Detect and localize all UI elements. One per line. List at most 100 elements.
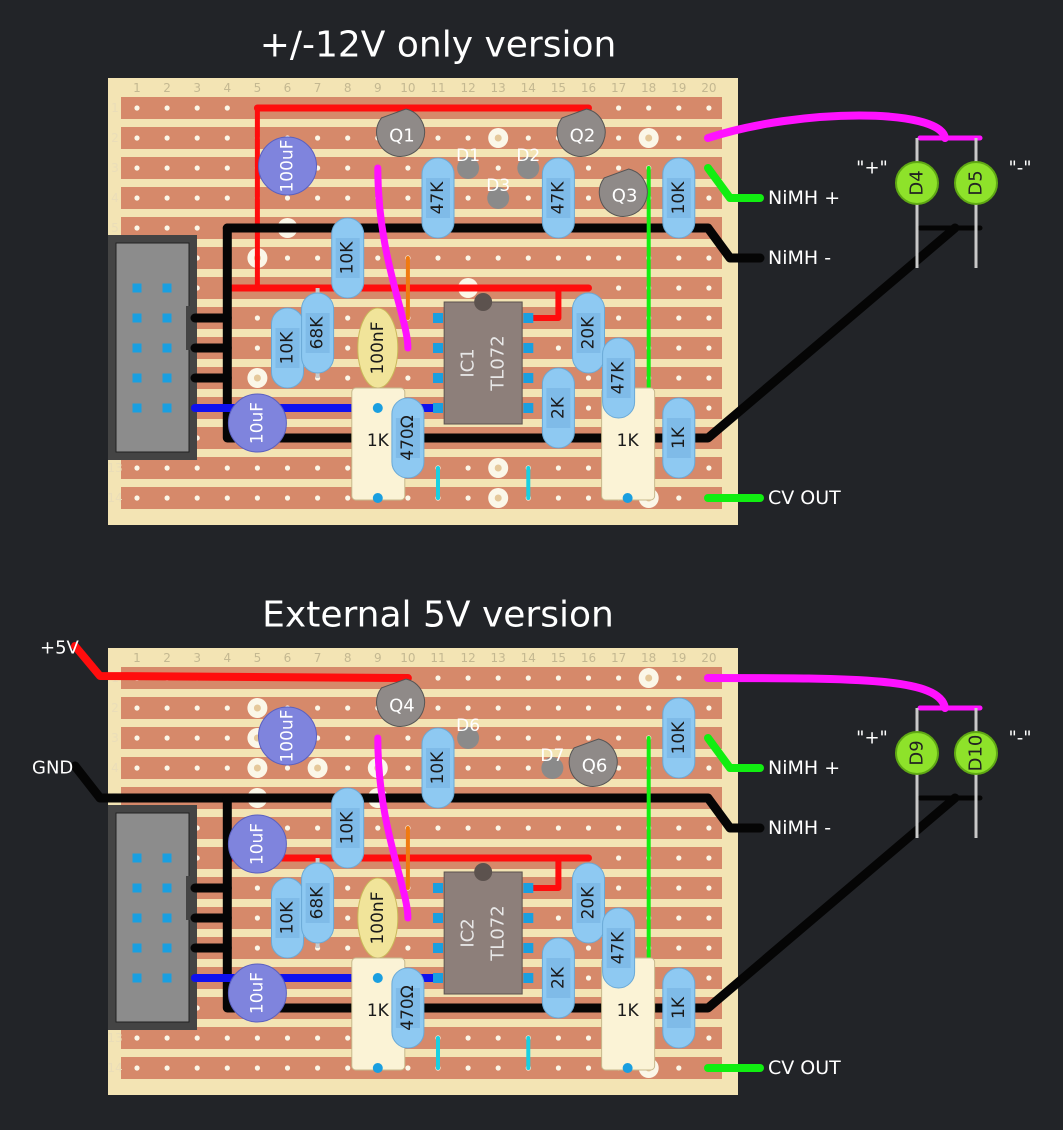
- hole: [164, 465, 170, 471]
- row-number: 13: [107, 461, 122, 475]
- resistor-label: 1K: [669, 996, 689, 1019]
- strip-cut: [253, 704, 261, 712]
- hole: [616, 315, 622, 321]
- hole: [405, 765, 411, 771]
- row-number: 13: [107, 1031, 122, 1045]
- hole: [194, 465, 200, 471]
- hole: [345, 735, 351, 741]
- ic-name: IC1: [458, 348, 479, 377]
- resistor-label: 47K: [548, 181, 568, 215]
- resistor-waist: [305, 313, 330, 353]
- trimmer-pin: [372, 1063, 383, 1073]
- resistor-waist: [395, 418, 420, 458]
- hole: [134, 705, 140, 711]
- ic-pin: [433, 343, 443, 353]
- magenta-wire: [704, 674, 949, 712]
- column-number: 15: [551, 651, 566, 665]
- hole: [525, 135, 531, 141]
- hole: [676, 375, 682, 381]
- hole: [284, 465, 291, 471]
- header-pin: [132, 883, 142, 893]
- resistor-label: 10K: [278, 901, 298, 935]
- transistor-body: [556, 108, 606, 157]
- row-number: 14: [107, 1061, 122, 1075]
- led: [895, 161, 939, 205]
- hole: [706, 945, 712, 951]
- hole: [315, 1065, 321, 1071]
- resistor-waist: [275, 328, 300, 368]
- resistor-waist: [305, 883, 330, 923]
- column-number: 9: [374, 651, 382, 665]
- hole: [164, 225, 170, 231]
- diode-label: D3: [486, 176, 510, 196]
- hole: [555, 465, 562, 471]
- header-pin: [162, 403, 172, 413]
- hole: [164, 735, 170, 741]
- hole: [254, 465, 260, 471]
- hole: [164, 705, 170, 711]
- resistor-waist: [666, 988, 691, 1028]
- strip-cut: [253, 764, 261, 772]
- resistor-label: 47K: [428, 181, 448, 215]
- green-wire: [704, 164, 764, 202]
- ic-pin: [433, 403, 443, 413]
- header-pin: [132, 343, 142, 353]
- ic-pin: [523, 943, 534, 953]
- hole: [224, 195, 230, 201]
- trimmer-label: 1K: [367, 1001, 390, 1021]
- hole: [706, 405, 712, 411]
- hole: [134, 735, 140, 741]
- column-number: 15: [551, 81, 566, 95]
- hole: [435, 135, 441, 141]
- strip-cut: [494, 494, 502, 502]
- hole: [254, 1035, 260, 1041]
- led-polarity-plus: "+": [856, 158, 888, 179]
- resistor-waist: [335, 808, 360, 848]
- hole: [465, 765, 471, 771]
- transistor-label: Q3: [612, 186, 638, 207]
- resistor-label: 1K: [669, 426, 689, 449]
- resistor-label: 10K: [428, 751, 448, 785]
- hole: [345, 705, 351, 711]
- hole: [164, 495, 170, 501]
- column-number: 14: [521, 651, 536, 665]
- hole: [555, 675, 562, 681]
- diode: [517, 157, 540, 179]
- hole: [616, 675, 622, 681]
- hole: [375, 825, 381, 831]
- hole: [495, 705, 501, 711]
- column-number: 19: [671, 81, 686, 95]
- resistor-waist: [546, 958, 571, 998]
- hole: [345, 945, 351, 951]
- column-number: 2: [163, 81, 171, 95]
- hole: [345, 315, 351, 321]
- resistor-label: 10K: [278, 331, 298, 365]
- hole: [345, 885, 351, 891]
- hole: [706, 705, 712, 711]
- black-wire: [222, 793, 960, 1013]
- hole: [585, 255, 592, 261]
- header-pin: [162, 853, 172, 863]
- hole: [495, 735, 501, 741]
- header-pin: [162, 913, 172, 923]
- resistor-waist: [546, 178, 571, 218]
- hole: [164, 1035, 170, 1041]
- hole: [435, 675, 441, 681]
- row-number: 4: [111, 761, 119, 775]
- column-number: 7: [314, 81, 322, 95]
- trimmer-pin: [372, 403, 383, 413]
- hole: [315, 825, 321, 831]
- column-number: 20: [701, 81, 716, 95]
- resistor-waist: [606, 358, 631, 398]
- hole: [194, 165, 200, 171]
- resistor-label: 2K: [548, 396, 568, 419]
- black-wire: [70, 761, 765, 833]
- terminal-label: CV OUT: [768, 1057, 841, 1079]
- hole: [405, 1065, 411, 1071]
- transistor-body: [598, 168, 648, 217]
- hole: [585, 945, 592, 951]
- magenta-wire: [374, 734, 412, 922]
- hole: [224, 135, 230, 141]
- column-number: 12: [460, 81, 475, 95]
- header-pin: [132, 913, 142, 923]
